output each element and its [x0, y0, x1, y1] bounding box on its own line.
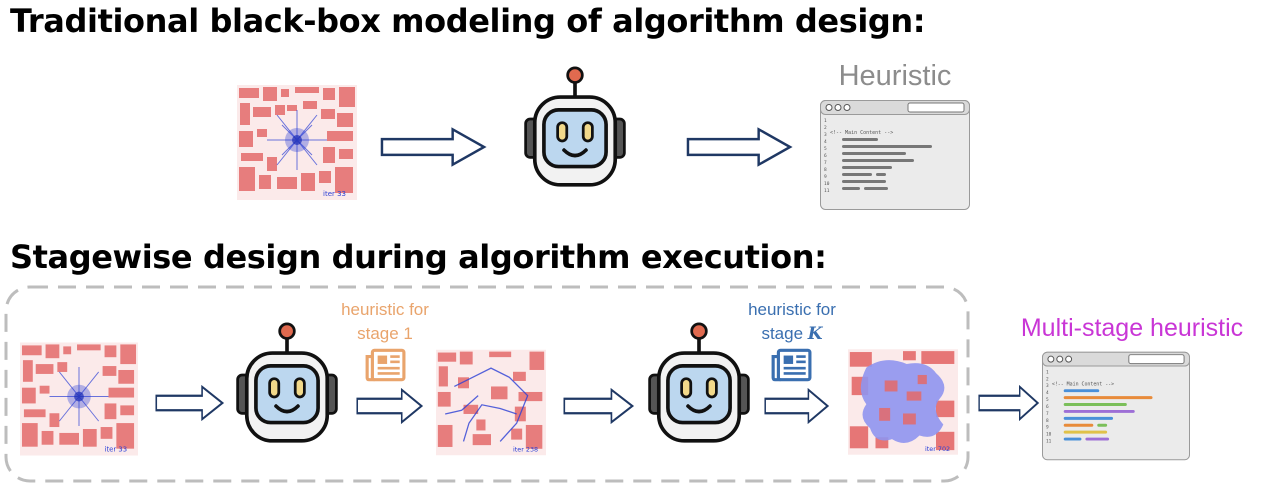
code-comment: <!-- Main Content -->: [1052, 381, 1114, 387]
chip-layout-image: iter 33: [237, 85, 357, 200]
svg-text:5: 5: [1046, 397, 1049, 403]
stage1-label-line2: stage 1: [357, 324, 413, 343]
chip-layout-image: iter 238: [436, 349, 546, 456]
svg-text:10: 10: [824, 181, 830, 187]
svg-text:2: 2: [1046, 376, 1049, 382]
svg-text:7: 7: [824, 160, 827, 166]
arrow-icon: [155, 385, 225, 421]
title-traditional: Traditional black-box modeling of algori…: [10, 2, 926, 40]
arrow-icon: [380, 127, 488, 167]
svg-text:10: 10: [1046, 432, 1052, 438]
svg-text:3: 3: [1046, 383, 1049, 389]
arrow-icon: [563, 388, 635, 424]
chip-layout-image: iter 33: [20, 342, 138, 456]
title-stagewise: Stagewise design during algorithm execut…: [10, 238, 827, 276]
arrow-icon: [764, 388, 830, 424]
stage1-label-line1: heuristic for: [341, 300, 429, 319]
svg-text:11: 11: [1046, 439, 1052, 445]
arrow-icon: [978, 385, 1040, 421]
robot-icon: [520, 66, 630, 194]
chip-layout-image: iter 702: [848, 349, 958, 455]
svg-text:5: 5: [824, 146, 827, 152]
svg-text:9: 9: [824, 174, 827, 180]
arrow-icon: [356, 388, 424, 424]
svg-text:9: 9: [1046, 425, 1049, 431]
code-window-image: <!-- Main Content --> 12 34 56 78 910 11: [820, 100, 970, 210]
svg-text:2: 2: [824, 125, 827, 131]
svg-text:1: 1: [1046, 369, 1049, 375]
svg-text:4: 4: [1046, 390, 1049, 396]
svg-text:7: 7: [1046, 411, 1049, 417]
stagewise-region: [4, 285, 970, 483]
document-icon: [770, 348, 812, 382]
svg-text:8: 8: [824, 167, 827, 173]
heuristic-label: Heuristic: [838, 60, 952, 92]
iter-label: iter 238: [513, 446, 538, 454]
code-comment: <!-- Main Content -->: [830, 130, 893, 136]
svg-text:6: 6: [1046, 404, 1049, 410]
stageK-label-line1: heuristic for: [748, 300, 836, 319]
svg-text:1: 1: [824, 118, 827, 124]
multi-stage-label: Multi-stage heuristic: [1020, 314, 1244, 342]
svg-text:4: 4: [824, 139, 827, 145]
arrow-icon: [686, 127, 794, 167]
code-window-image: <!-- Main Content --> 12 34 56 78 910 11: [1042, 351, 1190, 461]
iter-label: iter 33: [105, 446, 128, 454]
svg-text:8: 8: [1046, 418, 1049, 424]
document-icon: [364, 348, 406, 382]
svg-text:11: 11: [824, 188, 830, 194]
svg-text:6: 6: [824, 153, 827, 159]
stageK-label-line2: stage K: [761, 324, 823, 344]
stage-variable: K: [807, 324, 823, 344]
svg-text:3: 3: [824, 132, 827, 138]
iter-label: iter 33: [323, 190, 346, 198]
iter-label: iter 702: [925, 445, 950, 453]
